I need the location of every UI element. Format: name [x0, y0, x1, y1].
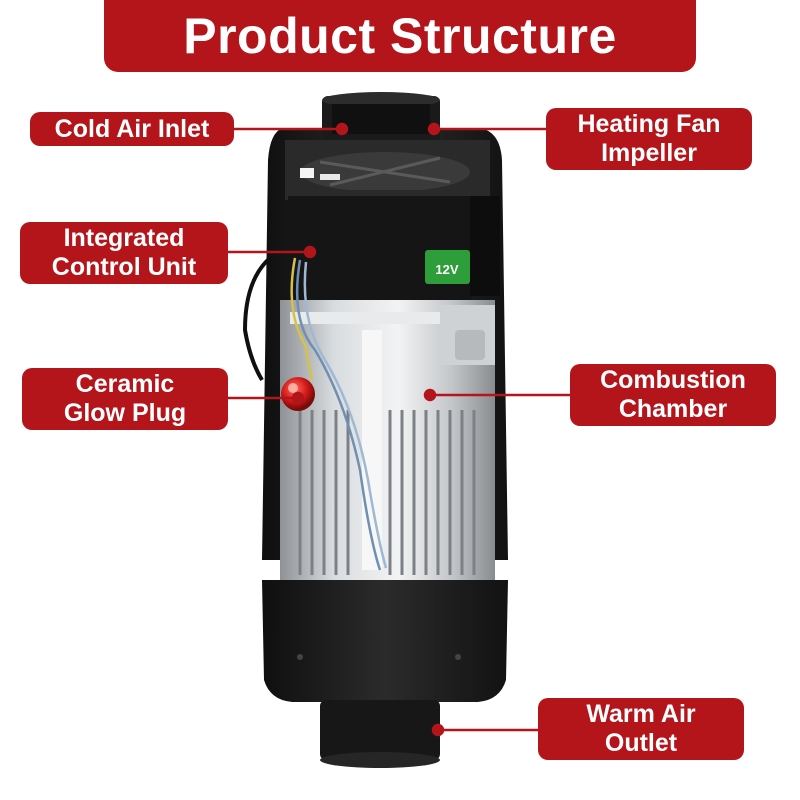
- wiring: [242, 256, 388, 571]
- page-title-text: Product Structure: [183, 8, 617, 64]
- label-heating-fan-impeller: Heating Fan Impeller: [546, 108, 752, 170]
- label-integrated-control-unit: Integrated Control Unit: [20, 222, 228, 284]
- label-combustion-chamber-line1: Combustion: [600, 366, 746, 394]
- page-title: Product Structure: [104, 0, 696, 72]
- voltage-badge: 12V: [425, 250, 470, 284]
- label-integrated-control-unit-line1: Integrated: [63, 224, 185, 252]
- label-ceramic-glow-plug: Ceramic Glow Plug: [22, 368, 228, 430]
- label-integrated-control-unit-line2: Control Unit: [51, 253, 197, 281]
- label-combustion-chamber: Combustion Chamber: [570, 364, 776, 426]
- label-ceramic-glow-plug-line2: Glow Plug: [63, 399, 187, 427]
- label-warm-air-outlet-line2: Outlet: [604, 729, 678, 757]
- cold-air-inlet-tube: [322, 92, 440, 142]
- voltage-badge-text: 12V: [435, 262, 458, 277]
- callout-lines: [226, 122, 572, 737]
- label-cold-air-inlet-text: Cold Air Inlet: [54, 114, 210, 143]
- label-warm-air-outlet: Warm Air Outlet: [538, 698, 744, 760]
- cooling-fins: [298, 410, 476, 575]
- outlet-housing: [262, 580, 508, 768]
- combustion-chamber-body: [280, 300, 495, 580]
- label-heating-fan-impeller-line1: Heating Fan: [577, 110, 721, 138]
- label-warm-air-outlet-line1: Warm Air: [586, 700, 696, 728]
- label-cold-air-inlet: Cold Air Inlet: [30, 112, 234, 146]
- label-combustion-chamber-line2: Chamber: [618, 395, 728, 423]
- label-ceramic-glow-plug-line1: Ceramic: [75, 370, 175, 398]
- label-heating-fan-impeller-line2: Impeller: [601, 139, 697, 167]
